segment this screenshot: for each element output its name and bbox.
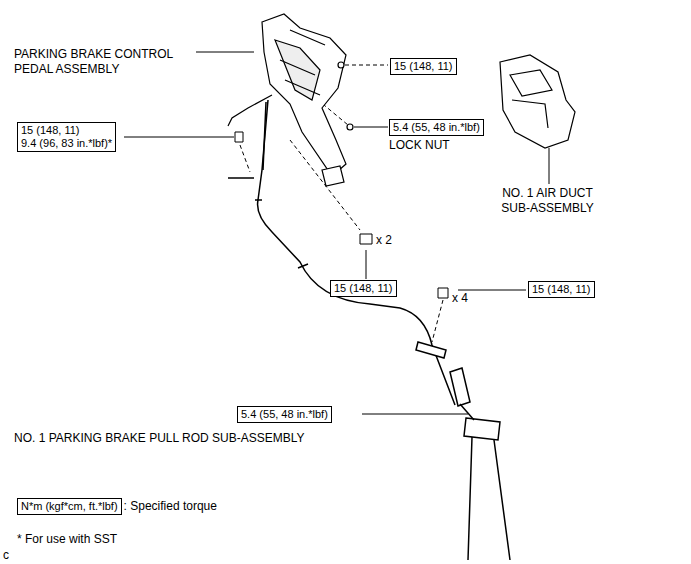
torque-box: 15 (148, 11)9.4 (96, 83 in.*lbf)* (17, 122, 116, 152)
figure-code: c (3, 548, 9, 563)
pedal-pad (322, 166, 344, 186)
torque-value: 9.4 (96, 83 in.*lbf)* (21, 137, 112, 150)
torque-value: 15 (148, 11) (532, 283, 591, 296)
leader-line (240, 145, 250, 172)
lock-nut (347, 124, 353, 130)
pull-rod (460, 404, 474, 420)
torque-box: 15 (148, 11) (330, 280, 397, 297)
leader-lines (124, 40, 549, 414)
cable-sheath (450, 368, 470, 406)
legend-text: : Specified torque (124, 499, 217, 514)
torque-value: 15 (148, 11) (21, 124, 112, 137)
cable-bracket (416, 342, 446, 358)
leader-line (362, 414, 468, 415)
nut (338, 62, 344, 68)
torque-box: 5.4 (55, 48 in.*lbf) (237, 406, 332, 423)
pedal-assembly (228, 14, 353, 186)
leader-line (196, 52, 254, 53)
part-name: NO. 1 AIR DUCT SUB-ASSEMBLY (490, 186, 605, 216)
note: * For use with SST (17, 532, 117, 547)
air-duct-detail (510, 70, 552, 128)
legend-box: N*m (kgf*cm, ft.*lbf) (17, 498, 122, 515)
part-name: LOCK NUT (389, 138, 450, 153)
bolt (235, 132, 243, 142)
torque-value: 15 (148, 11) (334, 282, 393, 295)
rear-cables (468, 437, 510, 560)
leader-line (366, 250, 367, 279)
torque-value: 15 (148, 11) (394, 60, 453, 73)
cable-detail (255, 102, 266, 200)
leader-line (345, 65, 388, 66)
equalizer (464, 418, 500, 440)
torque-box: 5.4 (55, 48 in.*lbf) (389, 119, 484, 136)
cable-clip (228, 178, 308, 268)
pedal-detail (280, 30, 325, 95)
cable (228, 100, 510, 560)
bolt (360, 234, 372, 244)
part-name: PARKING BRAKE CONTROL PEDAL ASSEMBLY (14, 47, 199, 77)
torque-value: 5.4 (55, 48 in.*lbf) (393, 121, 480, 134)
air-duct (500, 55, 575, 148)
pedal-plate (275, 40, 320, 100)
torque-value: 5.4 (55, 48 in.*lbf) (241, 408, 328, 421)
cable-line (258, 100, 455, 405)
leader-line (458, 290, 526, 291)
torque-box: 15 (148, 11) (390, 58, 457, 75)
air-duct-body (500, 55, 575, 148)
pedal-bracket (262, 14, 346, 176)
torque-value: N*m (kgf*cm, ft.*lbf) (21, 500, 118, 513)
leader-line (354, 127, 388, 128)
quantity: x 2 (376, 233, 392, 248)
quantity: x 4 (452, 291, 468, 306)
part-name: NO. 1 PARKING BRAKE PULL ROD SUB-ASSEMBL… (14, 431, 305, 446)
torque-box: 15 (148, 11) (528, 281, 595, 298)
bolt (438, 288, 448, 298)
leader-line (432, 300, 443, 342)
bolts (235, 132, 448, 298)
leader-line (549, 148, 550, 184)
leader-line (124, 137, 234, 138)
